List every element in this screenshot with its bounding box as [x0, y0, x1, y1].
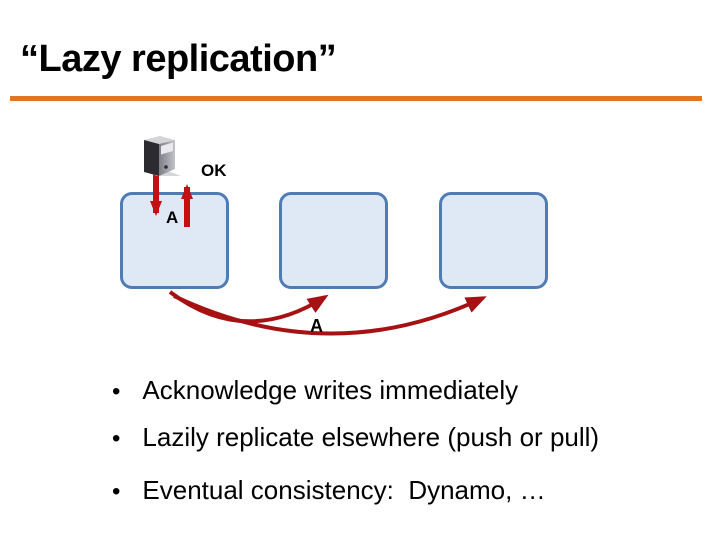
bullet-dot: • — [112, 478, 121, 505]
server-power-button — [164, 165, 168, 169]
bullet-dot: • — [112, 425, 121, 452]
replicate-value-label: A — [310, 316, 323, 336]
bullet-acknowledge: • Acknowledge writes immediately — [112, 375, 519, 406]
server-panel — [161, 142, 173, 155]
write-value-label: A — [166, 208, 179, 227]
replica-node-2 — [279, 192, 388, 289]
title-underline — [10, 96, 702, 101]
server-icon — [144, 136, 181, 176]
bullet-dot: • — [112, 378, 121, 405]
bullet-lazily-replicate: • Lazily replicate elsewhere (push or pu… — [112, 422, 600, 453]
bullet-text: Acknowledge writes immediately — [142, 375, 519, 405]
slide-title: “Lazy replication” — [20, 38, 337, 80]
bullet-eventual-consistency: • Eventual consistency: Dynamo, … — [112, 475, 546, 506]
bullet-text: Lazily replicate elsewhere (push or pull… — [142, 422, 600, 452]
ack-ok-label: OK — [201, 161, 227, 180]
server-side-dark — [144, 140, 159, 176]
bullet-text: Eventual consistency: Dynamo, … — [142, 475, 546, 505]
replica-node-3 — [439, 192, 548, 289]
lazy-replicate-arrow-to-node-3 — [173, 294, 487, 336]
server-top — [144, 136, 175, 144]
replica-node-primary — [120, 192, 229, 289]
